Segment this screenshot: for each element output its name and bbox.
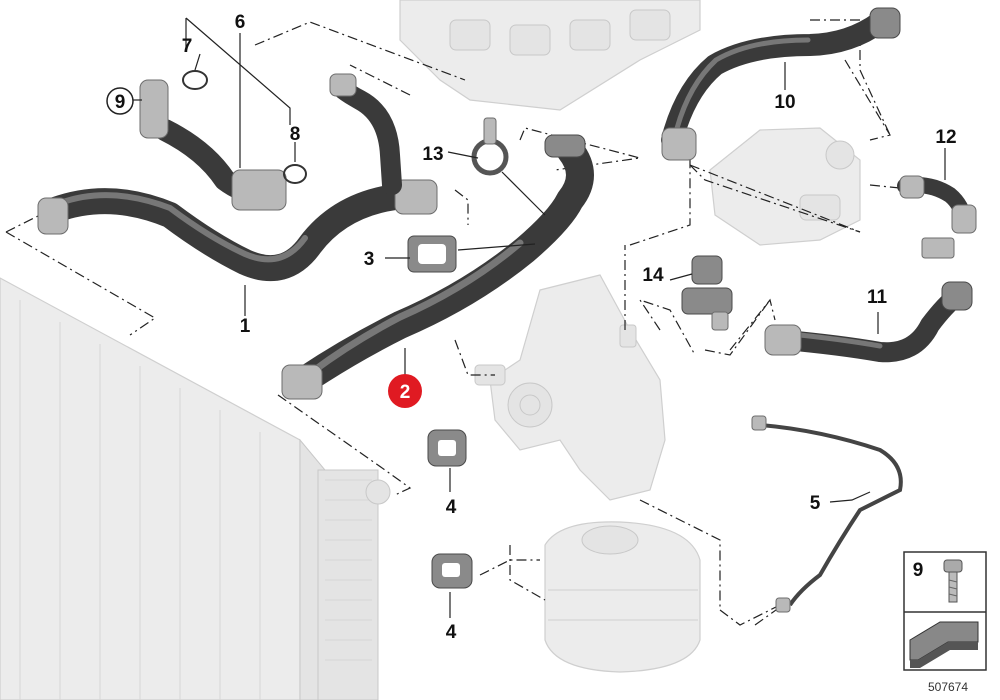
part-4-connector-upper	[427, 429, 467, 467]
legend-label-9: 9	[913, 560, 924, 581]
callout-4-lower: 4	[446, 622, 457, 643]
callout-4-upper: 4	[446, 497, 457, 518]
water-pump-housing	[474, 274, 666, 501]
cylinder-head	[399, 0, 701, 111]
screw-icon	[943, 559, 963, 603]
diagram-reference-number: 507674	[928, 680, 968, 694]
part-2-coolant-hose	[281, 134, 594, 400]
callout-6: 6	[235, 12, 246, 33]
fastener-legend-box: 9	[903, 551, 987, 671]
part-5-wire	[751, 415, 903, 613]
part-6-vent-line	[139, 79, 287, 211]
callout-2-badge[interactable]: 2	[388, 374, 422, 408]
part-14-sensor	[681, 255, 733, 331]
callout-9: 9	[115, 92, 126, 113]
part-11-hose	[764, 281, 973, 363]
callout-9-circled: 9	[106, 87, 134, 115]
callout-7: 7	[182, 36, 193, 57]
callout-8: 8	[290, 124, 301, 145]
part-4-connector-lower	[431, 553, 473, 589]
expansion-tank	[544, 521, 701, 673]
o-ring-7	[182, 70, 208, 90]
auxiliary-pump	[709, 127, 861, 246]
part-3-clamp	[407, 235, 457, 273]
part-12-hose	[897, 175, 977, 259]
part-10-hose	[661, 7, 901, 161]
o-ring-8	[283, 164, 307, 184]
leader-lines	[130, 17, 946, 618]
callout-5: 5	[810, 493, 821, 514]
part-1-radiator-hose	[37, 73, 438, 282]
callout-11: 11	[867, 287, 888, 308]
callout-2: 2	[400, 382, 411, 403]
callout-14: 14	[642, 265, 664, 286]
arrow-pointer-icon	[909, 621, 979, 668]
callout-10: 10	[774, 92, 795, 113]
callout-1: 1	[240, 316, 251, 337]
callout-3: 3	[364, 249, 375, 270]
radiator	[0, 277, 391, 700]
callout-12: 12	[935, 127, 956, 148]
callout-13: 13	[422, 144, 443, 165]
part-13-bracket	[471, 117, 509, 176]
